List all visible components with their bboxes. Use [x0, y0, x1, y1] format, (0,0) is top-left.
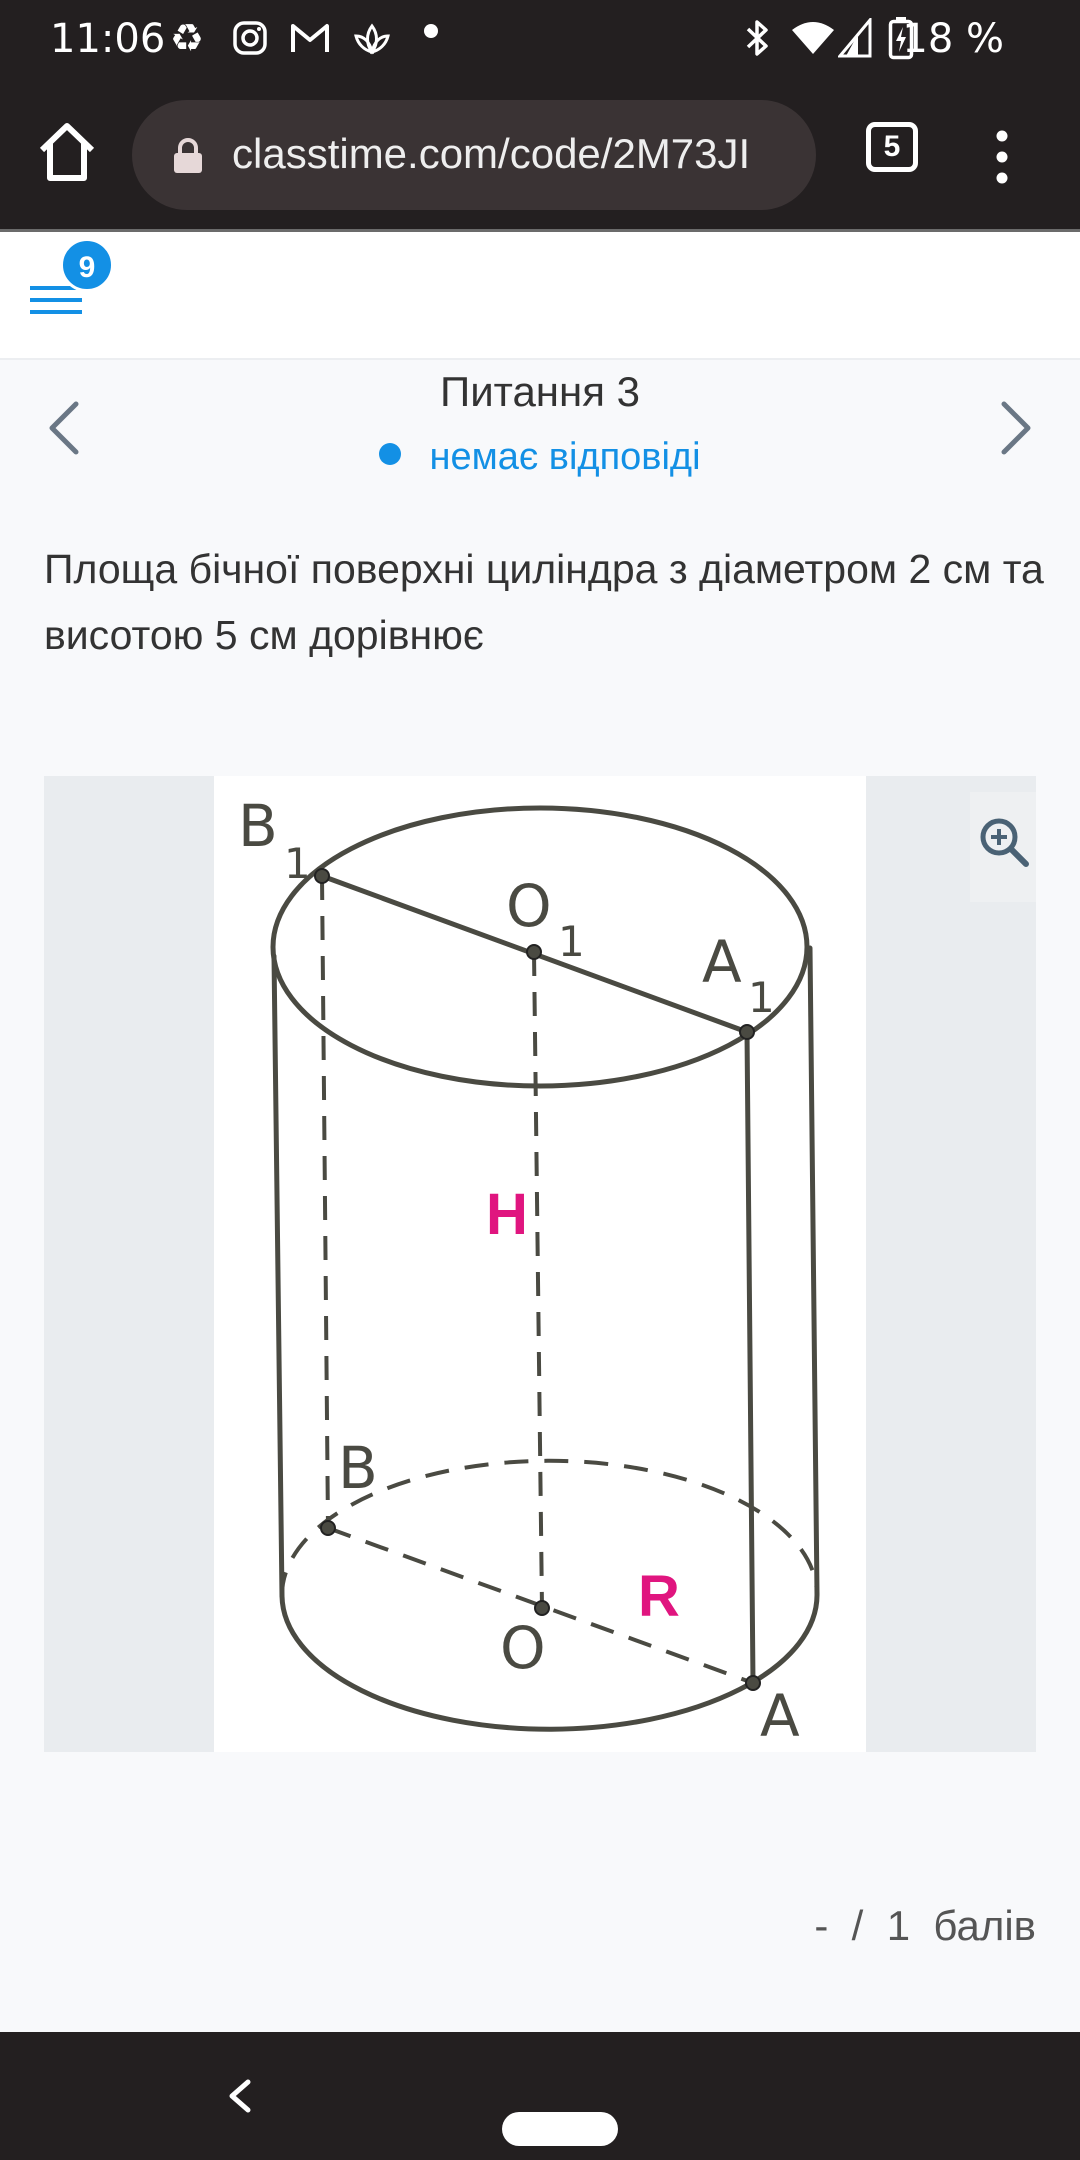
- top-base-ellipse: [270, 805, 810, 1089]
- recycle-icon: ♻: [170, 16, 205, 60]
- home-icon[interactable]: [32, 116, 102, 186]
- label-b1-letter: B: [238, 792, 278, 860]
- app-header: 9: [0, 232, 1080, 360]
- system-nav-bar: [0, 2032, 1080, 2160]
- label-r: R: [638, 1564, 680, 1629]
- label-o1-letter: O: [506, 872, 552, 940]
- point-b: [320, 1520, 336, 1536]
- gmail-icon: [291, 24, 329, 52]
- generator-a1a: [744, 1029, 756, 1686]
- label-h: H: [486, 1182, 528, 1247]
- answer-status: немає відповіді: [0, 436, 1080, 479]
- zoom-button[interactable]: [970, 792, 1036, 902]
- label-a1-sub: 1: [748, 973, 775, 1022]
- notification-badge: 9: [60, 238, 114, 292]
- address-bar[interactable]: classtime.com/code/2M73JI: [132, 100, 816, 210]
- label-a: A: [760, 1682, 800, 1750]
- url-text: classtime.com/code/2M73JI: [232, 130, 751, 177]
- generator-b1b: [320, 875, 330, 1529]
- question-text: Площа бічної поверхні циліндра з діаметр…: [44, 546, 1044, 658]
- label-a1-letter: A: [702, 928, 742, 996]
- point-a1: [739, 1024, 755, 1040]
- chevron-left-icon[interactable]: [42, 396, 86, 460]
- bottom-back-arc: [279, 1458, 819, 1597]
- cylinder-figure: B 1 O 1 A 1 B O A H R: [214, 776, 866, 1752]
- point-a: [745, 1675, 761, 1691]
- point-b1: [314, 868, 330, 884]
- bottom-front-arc: [279, 1591, 820, 1732]
- status-time: 11:06: [50, 16, 166, 62]
- dot-icon: [424, 24, 438, 38]
- lotus-icon: [354, 23, 390, 55]
- instagram-icon: [233, 21, 267, 55]
- home-gesture-pill[interactable]: [502, 2112, 618, 2146]
- label-o1-sub: 1: [558, 917, 585, 966]
- tab-switcher-button[interactable]: 5: [866, 122, 918, 172]
- label-o: O: [500, 1614, 546, 1682]
- label-b: B: [338, 1434, 378, 1502]
- status-dot-icon: [379, 443, 402, 465]
- question-title: Питання 3: [440, 368, 640, 415]
- battery-charging-icon: [888, 17, 914, 60]
- more-vert-icon[interactable]: [992, 130, 1012, 184]
- question-image[interactable]: B 1 O 1 A 1 B O A H R: [44, 776, 1036, 1752]
- answer-status-label: немає відповіді: [429, 436, 701, 478]
- point-o1: [526, 944, 542, 960]
- status-bar: 11:06 ♻ 18 %: [0, 0, 1080, 78]
- right-side-edge: [807, 945, 820, 1597]
- back-icon[interactable]: [222, 2076, 258, 2116]
- zoom-in-icon: [980, 818, 1029, 867]
- browser-toolbar: classtime.com/code/2M73JI 5: [0, 78, 1080, 232]
- wifi-icon: [792, 22, 834, 54]
- battery-percentage: 18 %: [902, 16, 1004, 62]
- lock-icon: [174, 138, 202, 173]
- chevron-right-icon[interactable]: [994, 396, 1038, 460]
- bluetooth-icon: [746, 20, 768, 56]
- signal-icon: [838, 18, 872, 58]
- axis-o1o: [532, 951, 544, 1609]
- label-b1-sub: 1: [284, 839, 311, 888]
- bottom-diameter: [327, 1526, 754, 1685]
- point-o: [534, 1600, 550, 1616]
- left-side-edge: [271, 953, 285, 1599]
- score-label: - / 1 балів: [814, 1902, 1036, 1949]
- hamburger-menu-icon[interactable]: [30, 280, 82, 320]
